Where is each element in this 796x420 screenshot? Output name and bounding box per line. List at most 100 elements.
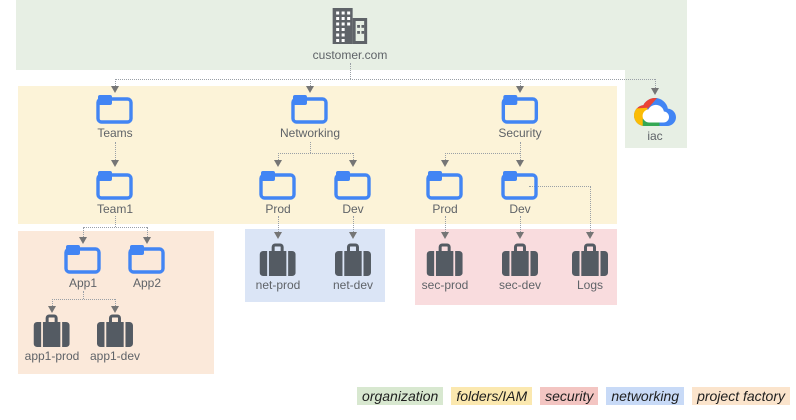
- legend-item-folders-iam: folders/IAM: [451, 387, 533, 405]
- arrowhead: [111, 160, 119, 167]
- connector: [115, 142, 116, 160]
- connector: [445, 153, 520, 154]
- connector: [520, 142, 521, 160]
- node-project-sec-dev: sec-dev: [499, 243, 541, 292]
- node-folder-networking: Networking: [280, 94, 340, 140]
- google-cloud-icon: [634, 97, 676, 126]
- folder-icon: [334, 171, 371, 200]
- folder-icon: [64, 245, 101, 274]
- arrowhead: [306, 86, 314, 93]
- connector: [353, 153, 354, 160]
- legend-item-organization: organization: [357, 387, 444, 405]
- arrowhead: [586, 232, 594, 239]
- node-label: App1: [68, 276, 98, 290]
- project-briefcase-icon: [34, 314, 70, 347]
- arrowhead: [441, 160, 449, 167]
- connector: [83, 291, 84, 299]
- node-label: Team1: [96, 202, 134, 216]
- folders-iam-region: [18, 86, 617, 224]
- folder-icon: [501, 171, 538, 200]
- node-iac: iac: [634, 97, 676, 143]
- arrowhead: [111, 86, 119, 93]
- arrowhead: [143, 237, 151, 244]
- legend-item-networking: networking: [606, 387, 685, 405]
- connector: [52, 299, 53, 306]
- node-folder-security-dev: Dev: [501, 170, 539, 216]
- node-project-app1-prod: app1-prod: [24, 314, 80, 363]
- connector: [115, 79, 116, 86]
- connector: [445, 153, 446, 160]
- project-briefcase-icon: [427, 243, 463, 276]
- connector: [278, 153, 353, 154]
- node-folder-app2: App2: [128, 244, 166, 290]
- node-label: Networking: [279, 126, 341, 140]
- node-label: Teams: [97, 126, 133, 140]
- project-briefcase-icon: [335, 243, 371, 276]
- arrowhead: [48, 306, 56, 313]
- node-label: App2: [132, 276, 162, 290]
- arrowhead: [111, 306, 119, 313]
- node-project-net-dev: net-dev: [333, 243, 373, 292]
- node-label: Dev: [509, 202, 531, 216]
- connector: [353, 216, 354, 232]
- node-label: customer.com: [312, 48, 388, 62]
- connector: [520, 79, 521, 86]
- arrowhead: [79, 237, 87, 244]
- arrowhead: [516, 160, 524, 167]
- connector: [115, 299, 116, 306]
- arrowhead: [274, 160, 282, 167]
- connector: [147, 227, 148, 237]
- connector: [278, 153, 279, 160]
- arrowhead: [516, 232, 524, 239]
- node-folder-networking-dev: Dev: [334, 170, 372, 216]
- node-label: iac: [647, 129, 663, 143]
- connector: [83, 227, 147, 228]
- node-folder-team1: Team1: [96, 170, 134, 216]
- arrowhead: [441, 232, 449, 239]
- node-folder-security: Security: [498, 94, 542, 140]
- node-label: Security: [498, 126, 542, 140]
- project-briefcase-icon: [502, 243, 538, 276]
- connector: [350, 63, 351, 79]
- folder-icon: [426, 171, 463, 200]
- arrowhead: [349, 232, 357, 239]
- connector: [115, 79, 655, 80]
- connector: [655, 79, 656, 88]
- node-folder-teams: Teams: [96, 94, 134, 140]
- connector: [529, 186, 591, 187]
- folder-icon: [96, 95, 133, 124]
- connector: [83, 227, 84, 237]
- node-project-logs: Logs: [572, 243, 608, 292]
- node-label: app1-prod: [24, 349, 80, 363]
- legend-item-security: security: [540, 387, 599, 405]
- connector: [590, 186, 591, 232]
- connector: [310, 142, 311, 153]
- folder-icon: [291, 95, 328, 124]
- node-label: app1-dev: [89, 349, 141, 363]
- arrowhead: [651, 88, 659, 95]
- connector: [278, 216, 279, 232]
- folder-icon: [259, 171, 296, 200]
- folder-icon: [96, 171, 133, 200]
- arrowhead: [516, 86, 524, 93]
- node-label: Dev: [342, 202, 364, 216]
- node-organization: customer.com: [312, 6, 388, 62]
- node-folder-app1: App1: [64, 244, 102, 290]
- node-label: Prod: [265, 202, 291, 216]
- node-label: sec-prod: [421, 278, 469, 292]
- node-label: net-prod: [255, 278, 301, 292]
- connector: [445, 216, 446, 232]
- node-folder-security-prod: Prod: [426, 170, 464, 216]
- node-label: sec-dev: [498, 278, 542, 292]
- project-briefcase-icon: [259, 243, 296, 276]
- node-label: net-dev: [332, 278, 374, 292]
- arrowhead: [349, 160, 357, 167]
- arrowhead: [274, 232, 282, 239]
- project-briefcase-icon: [96, 314, 133, 347]
- node-label: Prod: [432, 202, 458, 216]
- project-factory-region: [18, 231, 214, 374]
- node-folder-networking-prod: Prod: [259, 170, 297, 216]
- legend: organization folders/IAM security networ…: [357, 387, 790, 405]
- connector: [115, 216, 116, 227]
